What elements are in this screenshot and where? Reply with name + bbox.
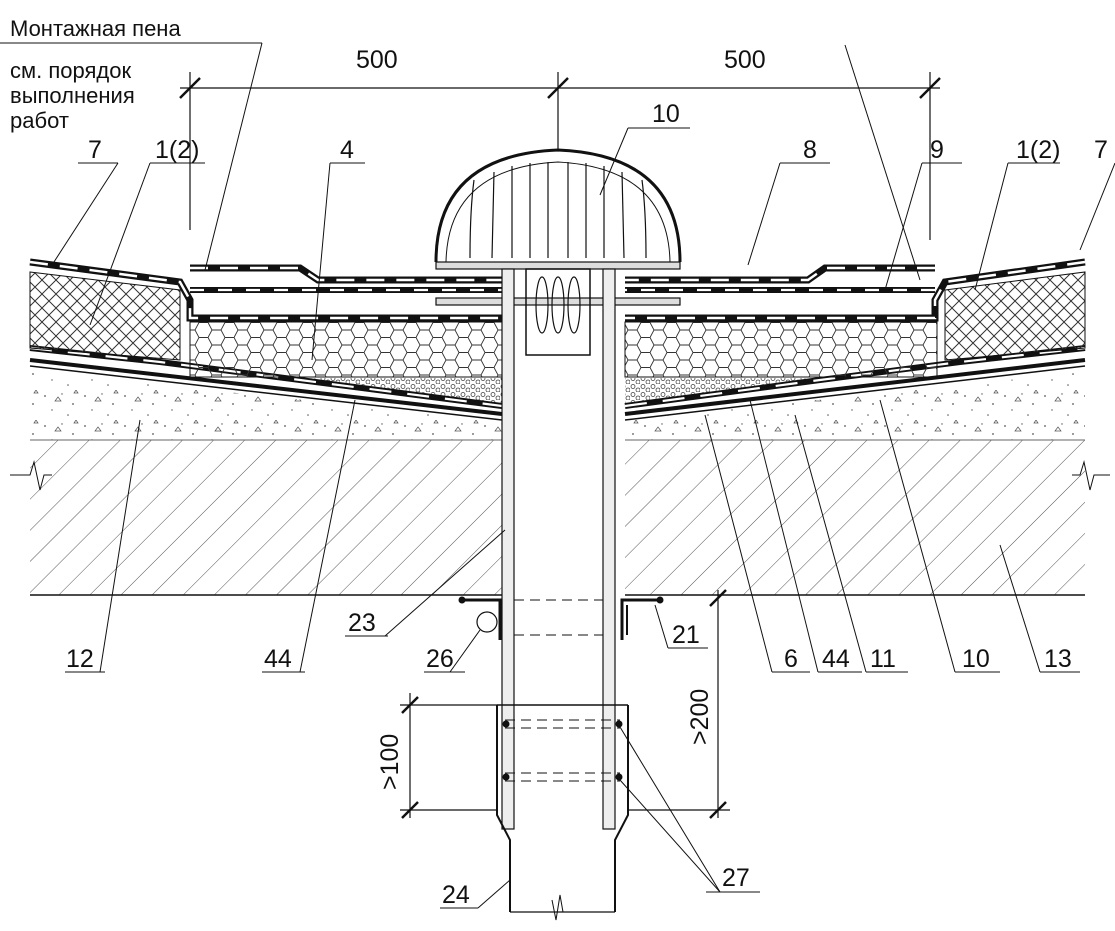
callout-4: 4 [340, 136, 354, 164]
callout-1-2-left: 1(2) [155, 136, 199, 164]
sloped-screed [30, 372, 1085, 440]
note-foam: Монтажная пена [10, 16, 181, 41]
callout-9: 9 [930, 136, 944, 164]
callout-24: 24 [442, 881, 470, 909]
socket-and-downpipe [496, 704, 629, 921]
clamp-brackets [458, 596, 664, 640]
callout-23: 23 [348, 609, 376, 637]
callout-7-left: 7 [88, 136, 102, 164]
callout-10-bottom: 10 [962, 645, 990, 673]
drain-body [435, 261, 681, 830]
note-see-line2: выполнения [10, 83, 135, 108]
concrete-slab [10, 439, 1110, 596]
dimension-lines [179, 72, 941, 819]
callout-10-top: 10 [652, 100, 680, 128]
callout-44-right: 44 [822, 645, 850, 673]
leader-lines [0, 42, 1115, 909]
foam-fill [29, 271, 1086, 361]
callout-8: 8 [803, 136, 817, 164]
callout-26: 26 [426, 645, 454, 673]
dimension-right-500: 500 [724, 46, 766, 74]
callout-21: 21 [672, 621, 700, 649]
callout-13: 13 [1044, 645, 1072, 673]
note-see-line3: работ [10, 108, 69, 133]
dimension-left-500: 500 [356, 46, 398, 74]
insulation-boards [189, 321, 938, 378]
callout-1-2-right: 1(2) [1016, 136, 1060, 164]
callout-12: 12 [66, 645, 94, 673]
callout-27: 27 [722, 864, 750, 892]
dimension-min-100: >100 [376, 734, 404, 790]
dimension-min-200: >200 [686, 689, 714, 745]
gravel-fill [310, 378, 810, 403]
callout-6: 6 [784, 645, 798, 673]
callout-7-right: 7 [1094, 136, 1108, 164]
note-see-line1: см. порядок [10, 58, 131, 83]
callout-11: 11 [870, 645, 896, 673]
upper-membrane [29, 258, 1086, 322]
callout-44-left: 44 [264, 645, 292, 673]
leaf-guard-dome [434, 148, 682, 263]
